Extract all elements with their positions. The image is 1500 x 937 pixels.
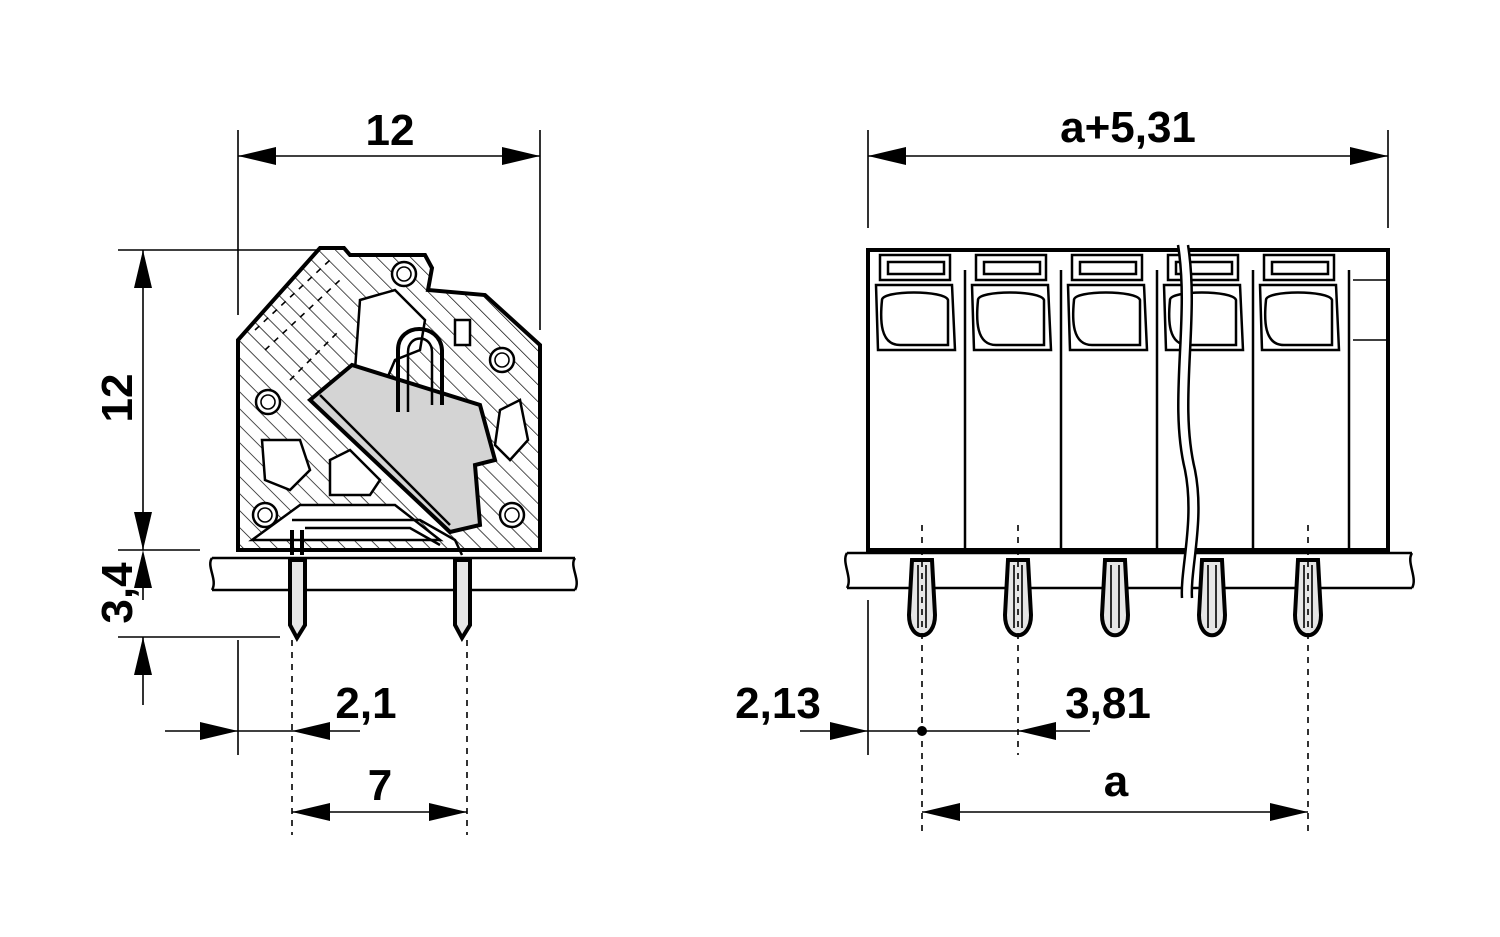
dim-pin-spacing-side-label: 7 [368, 761, 392, 810]
dim-pin-spacing-side: 7 [292, 761, 467, 821]
pin-4 [1196, 558, 1228, 637]
front-housing [866, 248, 1390, 552]
dim-pin-span: a [922, 757, 1308, 821]
front-pins [906, 558, 1324, 637]
side-pcb-board [209, 556, 578, 592]
dim-edge-offset-label: 2,13 [735, 679, 821, 728]
dim-pin-length-label: 3,4 [93, 562, 142, 624]
actuator-1 [874, 253, 957, 352]
actuator-5 [1258, 253, 1341, 352]
dim-pin-offset: 2,1 [165, 679, 397, 740]
front-view: a+5,31 2,13 3,81 a [735, 103, 1415, 835]
dim-overall-length-label: a+5,31 [1060, 103, 1196, 152]
pin-3 [1099, 558, 1131, 637]
side-contact-pins [288, 518, 472, 643]
side-actuator-insert [306, 362, 498, 535]
dim-pin-span-label: a [1104, 757, 1129, 806]
actuator-2 [970, 253, 1053, 352]
side-view: 12 12 3,4 2,1 7 [93, 106, 578, 835]
dim-side-height-label: 12 [93, 374, 142, 423]
dim-pin-length: 3,4 [93, 550, 152, 705]
side-spring-clip [396, 327, 444, 412]
dim-overall-length: a+5,31 [868, 103, 1388, 165]
dim-pitch-label: 3,81 [1065, 679, 1151, 728]
side-extension-lines [118, 130, 541, 835]
front-break-line [1176, 244, 1200, 599]
dim-pin-offset-label: 2,1 [335, 679, 396, 728]
dim-edge-and-pitch: 2,13 3,81 [735, 679, 1151, 740]
dim-side-width: 12 [238, 106, 540, 165]
dim-side-height: 12 [93, 250, 152, 550]
dim-side-width-label: 12 [366, 106, 415, 155]
front-actuators [874, 253, 1341, 352]
front-extension-lines [867, 130, 1389, 835]
actuator-3 [1066, 253, 1149, 352]
